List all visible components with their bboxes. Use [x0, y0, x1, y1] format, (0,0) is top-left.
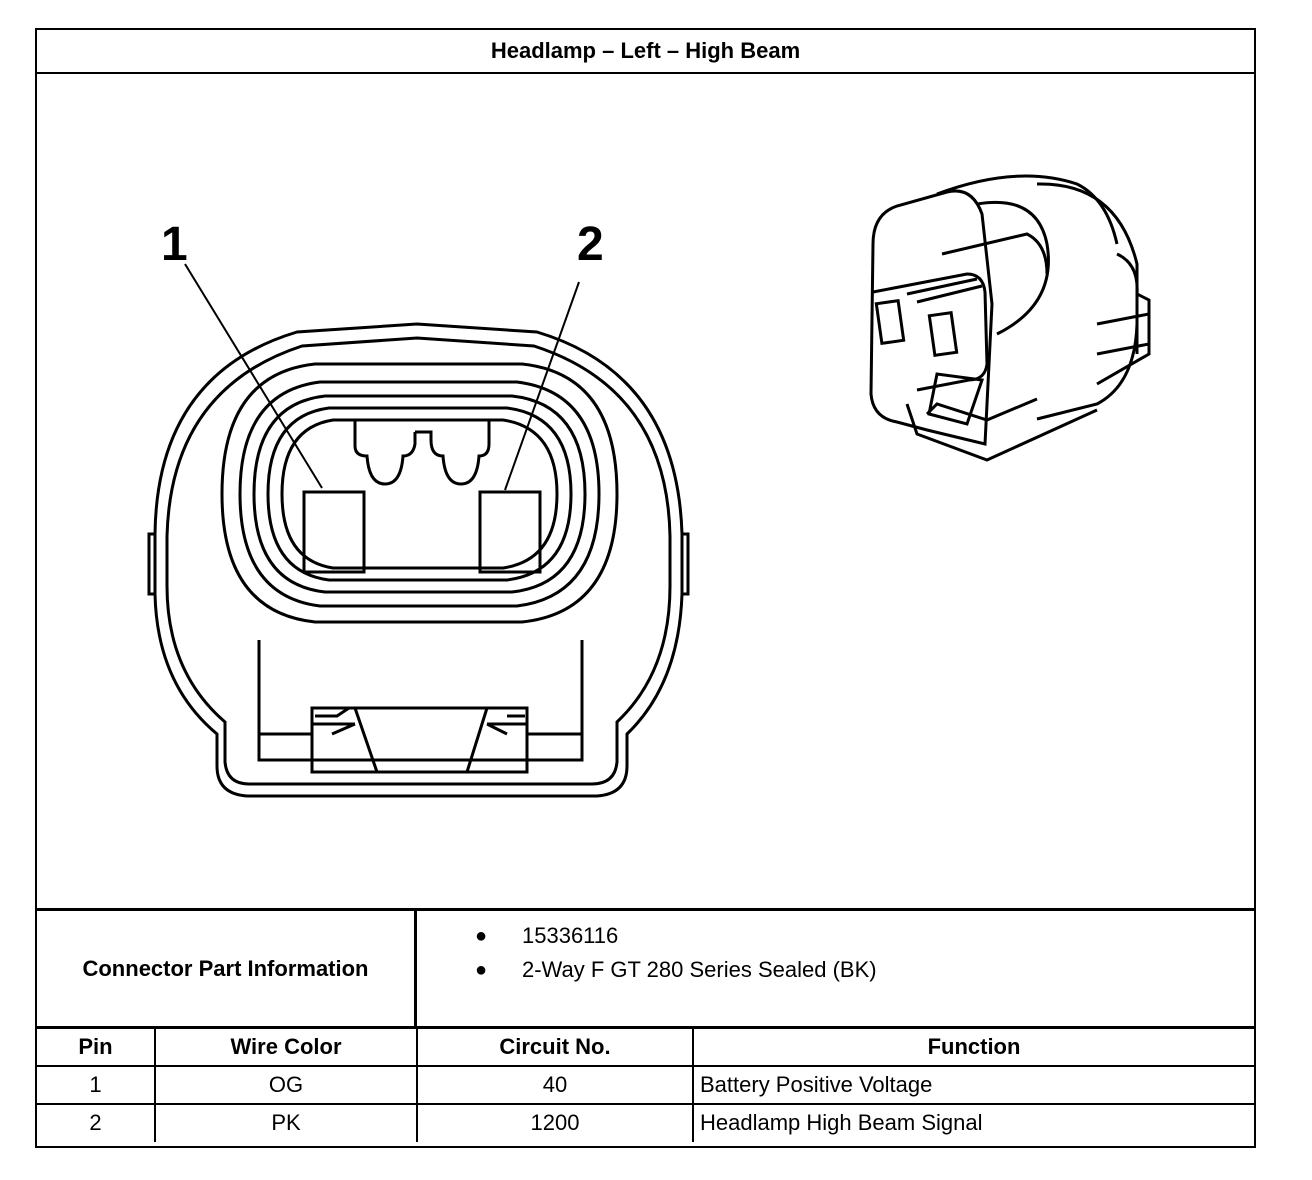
table-row: 1 OG 40 Battery Positive Voltage [37, 1064, 1254, 1105]
keying-bump-divider [415, 430, 433, 440]
circuit-number: 40 [416, 1064, 694, 1105]
iso-key-ridges [906, 232, 1049, 304]
iso-cavity-bracket [872, 272, 989, 392]
keying-bump-right [429, 420, 491, 486]
pin-number: 1 [37, 1064, 156, 1105]
keying-bump-left [353, 420, 417, 486]
seal-ring-4 [266, 406, 573, 582]
callout-line-pin-1 [184, 263, 323, 489]
iso-cavity-1 [874, 298, 906, 346]
iso-body-contour [976, 200, 1050, 336]
header-wire-color: Wire Color [154, 1026, 418, 1067]
circuit-number: 1200 [416, 1102, 694, 1142]
iso-latch-ramp [927, 372, 985, 426]
connector-info-list: ● 15336116 ● 2-Way F GT 280 Series Seale… [417, 919, 877, 987]
connector-drawing-area: 1 2 [37, 74, 1254, 908]
latch-frame [257, 640, 584, 762]
header-function: Function [692, 1026, 1254, 1067]
iso-body-back [1036, 182, 1139, 421]
seal-ring-5 [280, 418, 559, 570]
iso-bottom-edge [905, 403, 1098, 462]
connector-isometric-view [869, 174, 1151, 462]
page-title: Headlamp – Left – High Beam [37, 30, 1254, 74]
pin-1-cavity [302, 490, 366, 574]
iso-cavity-2 [927, 310, 959, 358]
connector-description-text: 2-Way F GT 280 Series Sealed (BK) [522, 957, 877, 982]
connector-description: ● 2-Way F GT 280 Series Sealed (BK) [417, 953, 877, 987]
latch-block [310, 706, 529, 774]
connector-info-label: Connector Part Information [37, 911, 417, 1026]
housing-side-ribs [147, 532, 690, 596]
connector-part-number: ● 15336116 [417, 919, 877, 953]
connector-face-view [147, 263, 690, 798]
pin-2-callout-label: 2 [577, 218, 604, 271]
pin-function: Battery Positive Voltage [692, 1064, 1254, 1105]
wire-color: OG [154, 1064, 418, 1105]
pin-1-callout-label: 1 [161, 218, 188, 271]
iso-base-step [925, 397, 1038, 422]
connector-sheet: Headlamp – Left – High Beam [35, 28, 1256, 1148]
seal-ring-2 [238, 380, 601, 608]
housing-inner-outline [165, 336, 672, 786]
pin-table-header-row: Pin Wire Color Circuit No. Function [37, 1026, 1254, 1067]
header-circuit-no: Circuit No. [416, 1026, 694, 1067]
connector-part-information: Connector Part Information ● 15336116 ● … [37, 908, 1254, 1026]
iso-side-latch [1096, 304, 1150, 356]
pin-function: Headlamp High Beam Signal [692, 1102, 1254, 1142]
header-pin: Pin [37, 1026, 156, 1067]
wire-color: PK [154, 1102, 418, 1142]
pin-2-cavity [478, 490, 542, 574]
table-row: 2 PK 1200 Headlamp High Beam Signal [37, 1102, 1254, 1142]
housing-outline [153, 322, 684, 798]
pin-number: 2 [37, 1102, 156, 1142]
latch-ramp [353, 707, 489, 774]
callout-line-pin-2 [504, 281, 580, 491]
seal-ring-1 [220, 362, 619, 624]
latch-tabs [312, 706, 527, 726]
pin-table: Pin Wire Color Circuit No. Function 1 OG… [37, 1026, 1254, 1142]
bullet-icon: ● [475, 959, 488, 981]
seal-ring-3 [252, 394, 587, 594]
bullet-icon: ● [475, 925, 488, 947]
iso-side-tab [1096, 252, 1151, 386]
connector-part-number-text: 15336116 [522, 923, 619, 948]
connector-face-diagram: 1 2 [147, 174, 1151, 798]
latch-tab-slants [331, 722, 508, 736]
iso-body-top [936, 174, 1119, 245]
